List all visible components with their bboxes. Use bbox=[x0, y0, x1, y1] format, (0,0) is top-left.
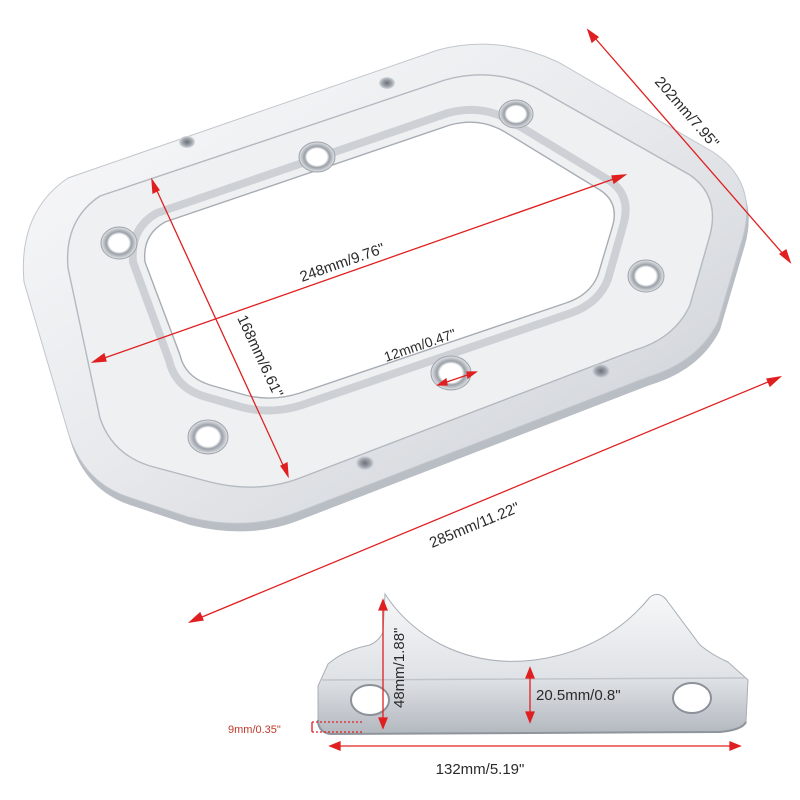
arrow-head bbox=[466, 371, 478, 380]
dim-line-hole-span-short bbox=[151, 179, 289, 477]
arrow-head bbox=[778, 248, 792, 264]
bracket-hole-left bbox=[350, 684, 390, 716]
arrow-head bbox=[378, 598, 388, 611]
bracket-hole-right bbox=[672, 682, 712, 714]
dim-line-plate-width bbox=[189, 376, 781, 623]
threaded-holes bbox=[179, 77, 610, 470]
thread-hole bbox=[356, 456, 374, 470]
hole bbox=[627, 259, 665, 293]
hole bbox=[100, 226, 138, 260]
arrow-head bbox=[729, 741, 742, 751]
hole bbox=[430, 355, 472, 391]
arrow-head bbox=[328, 741, 341, 751]
arrow-head bbox=[187, 611, 204, 623]
countersunk-holes bbox=[100, 99, 665, 455]
plate-center-opening bbox=[143, 121, 615, 399]
dimension-lines bbox=[90, 28, 792, 751]
label-bracket-mid: 20.5mm/0.8" bbox=[536, 687, 621, 704]
arrow-head bbox=[378, 717, 388, 730]
support-bracket bbox=[317, 592, 749, 736]
dim-line-hole-span-long bbox=[92, 174, 626, 363]
arrow-head bbox=[586, 28, 600, 44]
dim-line-plate-depth bbox=[587, 29, 791, 263]
hole bbox=[187, 419, 229, 455]
arrow-head bbox=[436, 377, 448, 386]
hole bbox=[298, 141, 336, 173]
label-bracket-thickness: 9mm/0.35" bbox=[228, 724, 281, 736]
thread-hole bbox=[379, 77, 395, 89]
bracket-crease bbox=[321, 677, 746, 681]
plate-opening-bevel bbox=[128, 105, 630, 415]
arrow-head bbox=[280, 461, 289, 479]
arrow-head bbox=[151, 177, 160, 195]
arrow-head bbox=[766, 376, 783, 388]
arrow-head bbox=[525, 711, 535, 724]
thread-hole bbox=[592, 364, 610, 378]
label-plate-width: 285mm/11.22" bbox=[427, 499, 522, 551]
bracket-bottom-edge bbox=[317, 719, 747, 736]
hole bbox=[498, 99, 534, 129]
mounting-plate bbox=[22, 43, 749, 532]
arrow-head bbox=[611, 174, 628, 185]
arrow-head bbox=[525, 666, 535, 679]
arrow-head bbox=[90, 352, 107, 363]
label-bracket-height: 48mm/1.88" bbox=[391, 628, 408, 708]
label-bracket-length: 132mm/5.19" bbox=[436, 761, 525, 778]
thread-hole bbox=[179, 136, 195, 148]
